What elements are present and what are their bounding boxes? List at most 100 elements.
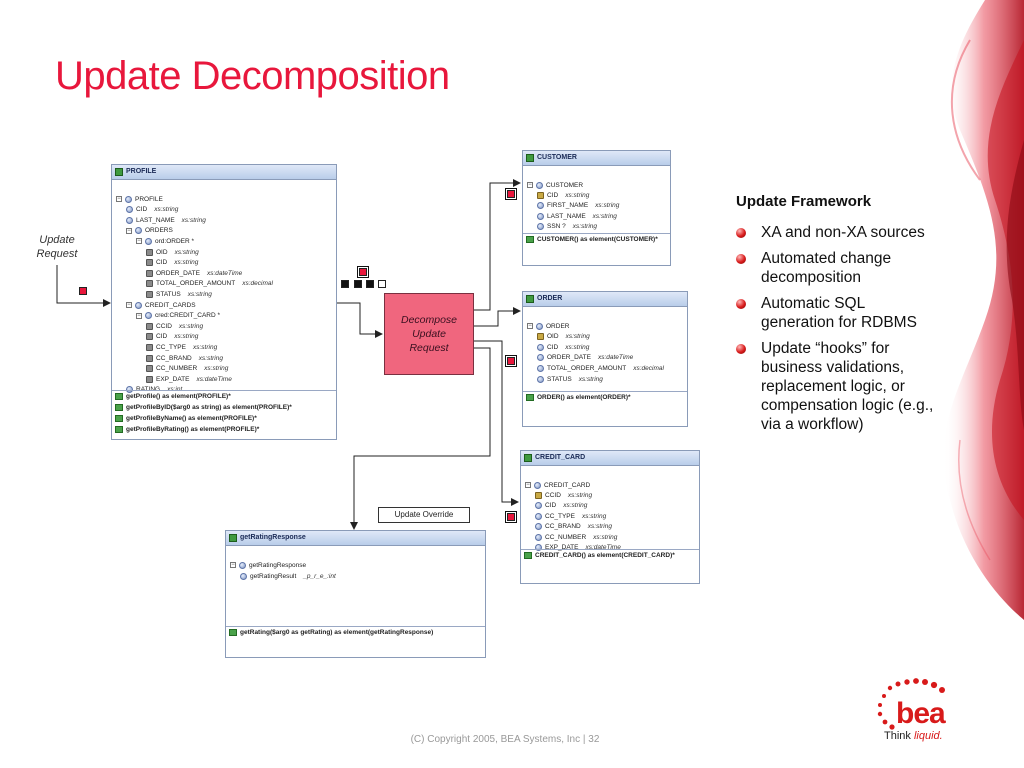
credit-card-operations: CREDIT_CARD() as element(CREDIT_CARD)* <box>521 549 699 561</box>
operation-row[interactable]: getProfileByRating() as element(PROFILE)… <box>112 424 336 435</box>
collapse-toggle-icon[interactable]: − <box>126 227 132 234</box>
field-icon <box>126 206 133 214</box>
collapse-toggle-icon[interactable]: − <box>136 238 142 245</box>
field-type: xs:string <box>563 502 588 510</box>
tree-row[interactable]: −CREDIT_CARD <box>525 480 590 490</box>
field-icon <box>146 375 153 383</box>
collapse-toggle-icon[interactable]: − <box>116 196 122 202</box>
slide-title: Update Decomposition <box>55 54 450 98</box>
collapse-toggle-icon[interactable]: − <box>136 312 142 319</box>
operation-row[interactable]: getProfileByID($arg0 as string) as eleme… <box>112 402 336 413</box>
field-icon <box>240 572 247 580</box>
operation-row[interactable]: getRating($arg0 as getRating) as element… <box>226 627 485 638</box>
field-name: LAST_NAME <box>547 212 586 220</box>
tree-row[interactable]: STATUS xs:string <box>537 374 603 384</box>
field-name: LAST_NAME <box>136 216 175 224</box>
collapse-toggle-icon[interactable]: − <box>230 562 236 568</box>
field-type: xs:string <box>187 290 212 298</box>
field-type: _p_r_e_:int <box>303 572 336 580</box>
tree-row[interactable]: −CREDIT_CARDS <box>126 300 196 310</box>
collapse-toggle-icon[interactable]: − <box>126 302 132 308</box>
field-name: CCID <box>156 322 172 330</box>
field-name: cred:CREDIT_CARD * <box>155 312 221 320</box>
update-request-label: Update Request <box>36 234 78 260</box>
field-name: CID <box>156 259 168 267</box>
field-type: xs:string <box>204 365 229 373</box>
element-icon <box>239 561 246 569</box>
collapse-toggle-icon[interactable]: − <box>527 323 533 329</box>
tree-row[interactable]: − cred:CREDIT_CARD * <box>136 311 220 321</box>
collapse-toggle-icon[interactable]: − <box>525 482 531 488</box>
field-icon <box>535 502 542 510</box>
field-icon <box>535 512 542 520</box>
schema-icon <box>524 454 532 462</box>
field-type: xs:string <box>578 375 603 383</box>
field-icon <box>537 212 544 220</box>
field-type: xs:string <box>565 343 590 351</box>
arrow-to-customer <box>474 179 521 311</box>
field-name: STATUS <box>547 375 572 383</box>
key-icon <box>537 333 544 341</box>
operation-icon <box>115 426 123 433</box>
field-icon <box>146 269 153 277</box>
field-icon <box>537 364 544 372</box>
operation-row[interactable]: getProfile() as element(PROFILE)* <box>112 391 336 402</box>
operation-row[interactable]: ORDER() as element(ORDER)* <box>523 392 687 403</box>
tree-row[interactable]: −ord:ORDER * <box>136 236 194 246</box>
tree-row[interactable]: −CUSTOMER <box>527 180 583 190</box>
field-type: xs:int <box>167 386 183 394</box>
element-icon <box>135 227 142 235</box>
field-icon <box>535 533 542 541</box>
tree-row[interactable]: −PROFILE <box>116 194 163 204</box>
tree-row[interactable]: −ORDER <box>527 321 569 331</box>
arrow-profile-to-decompose <box>337 302 383 338</box>
tree-row[interactable]: SSN ?xs:string <box>537 222 597 232</box>
collapse-toggle-icon[interactable]: − <box>527 182 533 188</box>
field-name: RATING <box>136 386 161 394</box>
tree-row[interactable]: getRatingResult_p_r_e_:int <box>240 571 336 581</box>
element-icon <box>145 237 152 245</box>
field-type: xs:string <box>174 333 199 341</box>
field-icon <box>537 375 544 383</box>
operation-row[interactable]: CUSTOMER() as element(CUSTOMER)* <box>523 234 670 245</box>
tree-row[interactable]: −getRatingResponse <box>230 560 306 570</box>
decompose-update-request-box: Decompose Update Request <box>384 293 474 375</box>
tree-row[interactable]: −ORDERS <box>126 226 173 236</box>
field-name: CID <box>547 191 559 199</box>
framework-bullet: XA and non-XA sources <box>736 223 936 242</box>
order-operations: ORDER() as element(ORDER)* <box>523 391 687 403</box>
tree-row[interactable]: RATING xs:int <box>126 385 182 395</box>
operation-row[interactable]: getProfileByName() as element(PROFILE)* <box>112 413 336 424</box>
field-type: xs:string <box>565 333 590 341</box>
operation-row[interactable]: CREDIT_CARD() as element(CREDIT_CARD)* <box>521 550 699 561</box>
